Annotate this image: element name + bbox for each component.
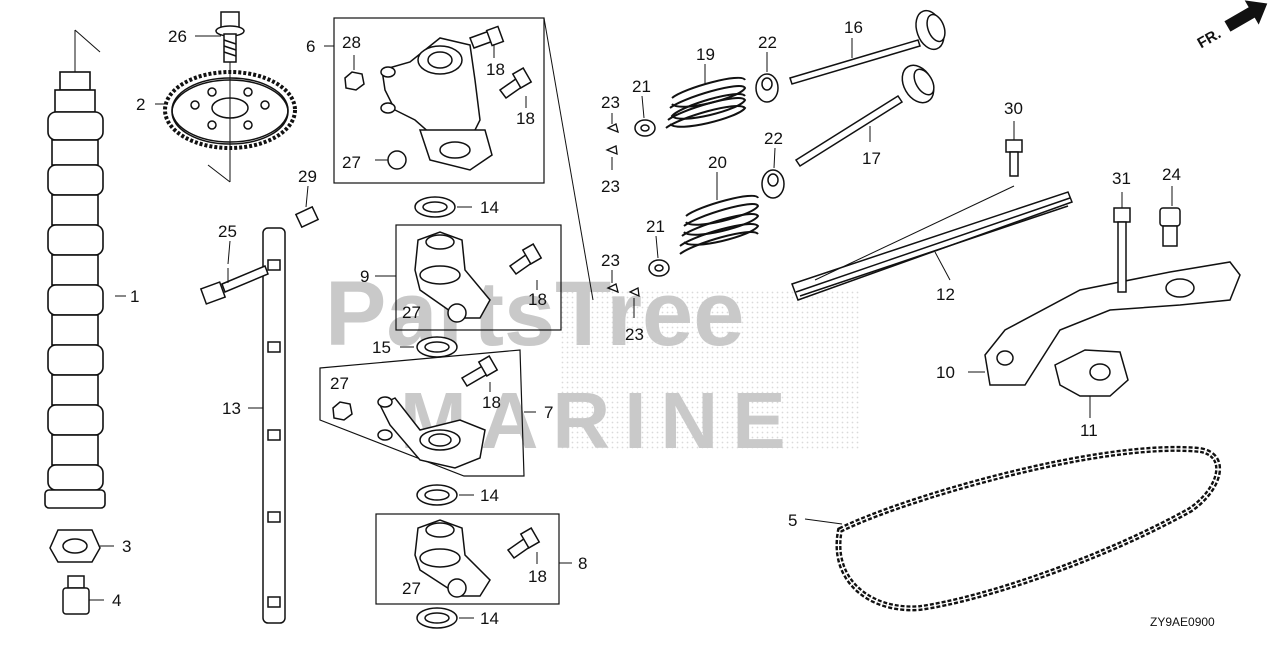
callout-2: 2 — [136, 95, 145, 114]
callout-10: 10 — [936, 363, 955, 382]
callout-9: 9 — [360, 267, 369, 286]
adjusting-screw-18-b — [498, 67, 533, 108]
timing-chain-5 — [804, 446, 1221, 612]
tensioner-lifter-11 — [1054, 349, 1129, 418]
front-label: FR. — [1195, 25, 1224, 52]
chain-guide-12 — [791, 185, 1073, 301]
callout-18-a: 18 — [486, 60, 505, 79]
camshaft — [44, 29, 126, 509]
cam-gear — [155, 62, 297, 183]
callout-20: 20 — [708, 153, 727, 172]
front-direction-arrow: FR. — [1195, 0, 1268, 52]
watermark-line1: PartsTree — [325, 263, 744, 365]
callout-18-b: 18 — [516, 109, 535, 128]
cam-bushing-4 — [62, 575, 104, 615]
callout-21-a: 21 — [632, 77, 651, 96]
callout-13: 13 — [222, 399, 241, 418]
rocker-arm-assembly-8 — [375, 513, 572, 605]
rocker-shaft — [248, 227, 286, 624]
spring-retainer-21-a — [634, 95, 656, 137]
watermark: PartsTree MARINE — [325, 263, 860, 465]
callout-25: 25 — [218, 222, 237, 241]
callout-22-a: 22 — [758, 33, 777, 52]
callout-14-c: 14 — [480, 609, 499, 628]
callout-29: 29 — [298, 167, 317, 186]
stem-seal-22-b — [761, 147, 785, 199]
washer-15 — [400, 336, 458, 358]
callout-31: 31 — [1112, 169, 1131, 188]
exhaust-valve-17 — [794, 64, 935, 168]
callout-12: 12 — [936, 285, 955, 304]
callout-14-a: 14 — [480, 198, 499, 217]
callout-4: 4 — [112, 591, 121, 610]
callout-27-a: 27 — [342, 153, 361, 172]
callout-24: 24 — [1162, 165, 1181, 184]
lock-washer-3 — [49, 529, 114, 563]
callout-7: 7 — [544, 403, 553, 422]
flange-bolt-26 — [195, 11, 245, 63]
valve-cotters — [605, 113, 640, 318]
flange-bolt-30 — [1005, 121, 1023, 177]
rocker-arm-assembly-6 — [324, 17, 594, 301]
callout-27-b: 27 — [402, 303, 421, 322]
flange-bolt-31 — [1113, 192, 1131, 293]
callout-23-c: 23 — [601, 251, 620, 270]
callout-1: 1 — [130, 287, 139, 306]
callout-27-c: 27 — [330, 374, 349, 393]
callout-5: 5 — [788, 511, 797, 530]
lock-nut-27-d — [447, 578, 467, 598]
callout-15: 15 — [372, 338, 391, 357]
callout-11: 11 — [1080, 421, 1098, 440]
callout-23-a: 23 — [601, 93, 620, 112]
callout-18-c: 18 — [528, 290, 547, 309]
callout-30: 30 — [1004, 99, 1023, 118]
callout-23-d: 23 — [625, 325, 644, 344]
callout-18-e: 18 — [528, 567, 547, 586]
washer-14-a — [414, 196, 472, 218]
callout-labels: 1 2 3 4 5 6 7 8 9 10 11 12 13 14 14 14 1… — [112, 18, 1181, 628]
washer-14-c — [416, 607, 474, 629]
adjusting-screw-18-e — [506, 527, 541, 564]
dowel-pin-29 — [294, 185, 320, 229]
callout-28: 28 — [342, 33, 361, 52]
callout-19: 19 — [696, 45, 715, 64]
lock-nut-27-c — [332, 401, 353, 421]
valve-spring-20 — [679, 172, 760, 255]
callout-17: 17 — [862, 149, 881, 168]
callout-16: 16 — [844, 18, 863, 37]
tensioner-arm-10 — [968, 261, 1241, 386]
callout-3: 3 — [122, 537, 131, 556]
collar-bolt-24 — [1159, 186, 1181, 247]
arrow-icon — [1224, 0, 1268, 32]
flange-bolt-25 — [199, 240, 269, 305]
adjusting-screw-18-d — [460, 355, 499, 392]
washer-14-b — [416, 484, 474, 506]
stem-seal-22-a — [755, 52, 779, 103]
lock-nut-27-b — [447, 303, 467, 323]
callout-27-d: 27 — [402, 579, 421, 598]
callout-21-b: 21 — [646, 217, 665, 236]
valve-spring-19 — [665, 64, 747, 129]
adjusting-screw-18-a — [469, 25, 505, 58]
lock-nut-27-a — [375, 150, 407, 170]
intake-valve-16 — [789, 9, 946, 85]
spring-retainer-21-b — [648, 235, 670, 277]
adjusting-screw-18-c — [508, 243, 543, 290]
callout-18-d: 18 — [482, 393, 501, 412]
rocker-arm-assembly-9 — [375, 224, 562, 331]
callout-23-b: 23 — [601, 177, 620, 196]
callout-26: 26 — [168, 27, 187, 46]
diagram-code: ZY9AE0900 — [1150, 615, 1215, 629]
lock-nut-28 — [344, 55, 365, 91]
callout-8: 8 — [578, 554, 587, 573]
callout-14-b: 14 — [480, 486, 499, 505]
rocker-arm-assembly-7 — [319, 349, 536, 477]
callout-22-b: 22 — [764, 129, 783, 148]
callout-6: 6 — [306, 37, 315, 56]
